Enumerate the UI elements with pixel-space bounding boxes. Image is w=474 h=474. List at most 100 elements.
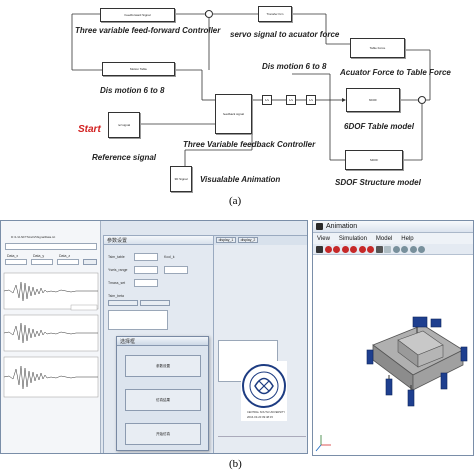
integrator-block-1[interactable]: 1/s	[262, 95, 272, 105]
header-data-x: Data_x	[7, 254, 19, 258]
simulink-diagram: Feedforward Signal Transfer Fcn Table Fo…	[0, 0, 474, 207]
animation-block[interactable]: 3D Signal	[170, 166, 192, 192]
load-button[interactable]	[83, 259, 97, 265]
university-logo-area: CENTRAL SOUTH UNIVERSITY 2016-03-20 09:4…	[241, 361, 287, 421]
signal-plot-pane: D:\1-\6-NFTS\ref\2\SignalData.txt Data_x…	[1, 221, 101, 453]
matlab-icon	[316, 223, 323, 230]
pan-icon[interactable]	[401, 245, 408, 253]
file-path: D:\1-\6-NFTS\ref\2\SignalData.txt	[11, 235, 56, 239]
divider	[218, 436, 306, 437]
field-label-2: Tmass_set	[108, 281, 126, 285]
animation-block-label: 3D Signal	[174, 177, 188, 181]
params-titlebar: 参数设置	[104, 236, 222, 245]
integrator-block-3[interactable]: 1/s	[306, 95, 316, 105]
table-model-caption: 6DOF Table model	[344, 122, 414, 131]
ref-signal-label: ref signal	[117, 123, 131, 127]
dialog-titlebar: 选择框	[117, 337, 208, 346]
start-caption: Start	[78, 124, 101, 135]
integrator-block-2[interactable]: 1/s	[286, 95, 296, 105]
data-y-field[interactable]	[31, 259, 53, 265]
menu-model[interactable]: Model	[375, 235, 393, 242]
display-window: display_1 display_2	[213, 235, 307, 453]
view-iso-icon[interactable]	[324, 245, 332, 253]
reference-signal-block[interactable]: ref signal	[108, 112, 140, 138]
sum-junction-top	[205, 10, 213, 18]
view-top-icon[interactable]	[350, 245, 357, 253]
data-x-field[interactable]	[5, 259, 27, 265]
menu-view[interactable]: View	[317, 235, 330, 242]
visual-animation-caption: Visualable Animation	[200, 175, 281, 184]
field-label-0: Tsim_table	[108, 255, 125, 259]
animation-titlebar: Animation	[313, 221, 473, 233]
zoom-in-icon[interactable]	[409, 245, 417, 253]
view-side-icon[interactable]	[341, 245, 349, 253]
motion-conversion-block[interactable]: Motion Table	[102, 62, 175, 76]
table-model-block[interactable]: 6DOF	[346, 88, 400, 112]
camera-icon[interactable]	[375, 245, 383, 253]
shake-table-3d-view	[313, 255, 473, 455]
servo-caption: servo signal to acuator force	[230, 30, 340, 39]
tab-display-2[interactable]: display_2	[238, 237, 258, 243]
feedforward-block-label: Feedforward Signal	[124, 13, 151, 17]
sim-results-button[interactable]: 仿真结果	[125, 389, 201, 411]
ff-controller-caption: Three variable feed-forward Controller	[75, 26, 221, 35]
field-label-4: Tsim_beta	[108, 294, 124, 298]
header-data-z: Data_z	[59, 254, 71, 258]
feedback-block-label: feedback signal	[223, 112, 244, 116]
zoom-out-icon[interactable]	[418, 245, 425, 253]
timestamp: 2016-03-20 09:48:15	[247, 415, 273, 419]
actuator-force-caption: Acuator Force to Table Force	[340, 68, 451, 77]
feedback-controller-block[interactable]: feedback signal	[215, 94, 252, 134]
file-path-field[interactable]	[5, 243, 97, 250]
animation-window: Animation View Simulation Model Help	[312, 220, 474, 456]
selection-dialog: 选择框 参数设置 仿真结果 开始仿真	[116, 336, 209, 451]
data-z-field[interactable]	[57, 259, 79, 265]
transfer-fcn-label: Transfer Fcn	[266, 12, 284, 16]
structure-model-caption: SDOF Structure model	[335, 178, 421, 187]
university-logo	[242, 364, 286, 408]
tab-button-2[interactable]	[140, 300, 170, 306]
view-front-icon[interactable]	[333, 245, 340, 253]
tab-display-1[interactable]: display_1	[216, 237, 236, 243]
save-icon[interactable]	[316, 245, 323, 253]
animation-menubar: View Simulation Model Help	[313, 233, 473, 244]
param-settings-button[interactable]: 参数设置	[125, 355, 201, 377]
parameter-table[interactable]	[108, 310, 168, 330]
feedforward-controller-block[interactable]: Feedforward Signal	[100, 8, 175, 22]
seismic-plots	[3, 272, 99, 398]
menu-help[interactable]: Help	[401, 235, 414, 242]
animation-title: Animation	[326, 223, 358, 230]
force-conversion-block[interactable]: Table Force	[350, 38, 405, 58]
structure-model-block[interactable]: SDOF	[345, 150, 403, 170]
field-input-2[interactable]	[134, 279, 158, 287]
simulation-gui-window: D:\1-\6-NFTS\ref\2\SignalData.txt Data_x…	[0, 220, 308, 454]
fb-controller-caption: Three Variable feedback Controller	[183, 140, 316, 149]
motion-table-label: Motion Table	[130, 67, 147, 71]
params-title: 参数设置	[107, 237, 128, 244]
start-sim-button[interactable]: 开始仿真	[125, 423, 201, 445]
dis-motion-left-caption: Dis motion 6 to 8	[100, 86, 165, 95]
logo-caption: CENTRAL SOUTH UNIVERSITY	[247, 411, 286, 414]
sum-junction-right	[418, 96, 426, 104]
transfer-fcn-block[interactable]: Transfer Fcn	[258, 6, 292, 22]
field-input-1[interactable]	[134, 266, 158, 274]
header-data-y: Data_y	[33, 254, 45, 258]
panel-a-label: (a)	[229, 195, 242, 207]
table-force-label: Table Force	[369, 46, 386, 50]
panel-b: D:\1-\6-NFTS\ref\2\SignalData.txt Data_x…	[0, 220, 474, 470]
dis-motion-top-caption: Dis motion 6 to 8	[262, 62, 327, 71]
animation-toolbar	[313, 244, 473, 255]
reference-signal-caption: Reference signal	[92, 153, 157, 162]
field-input-0[interactable]	[134, 253, 158, 261]
view-bottom-icon[interactable]	[367, 245, 374, 253]
menu-simulation[interactable]: Simulation	[338, 235, 367, 242]
field-label-3: Kcol_k	[164, 255, 175, 259]
panel-b-label: (b)	[229, 458, 242, 470]
field-input-3[interactable]	[164, 266, 188, 274]
rotate-icon[interactable]	[392, 245, 400, 253]
tab-button-1[interactable]	[108, 300, 138, 306]
field-label-1: Yseis_range	[108, 268, 128, 272]
pointer-icon[interactable]	[384, 245, 391, 253]
dialog-title: 选择框	[120, 338, 136, 345]
view-back-icon[interactable]	[358, 245, 366, 253]
